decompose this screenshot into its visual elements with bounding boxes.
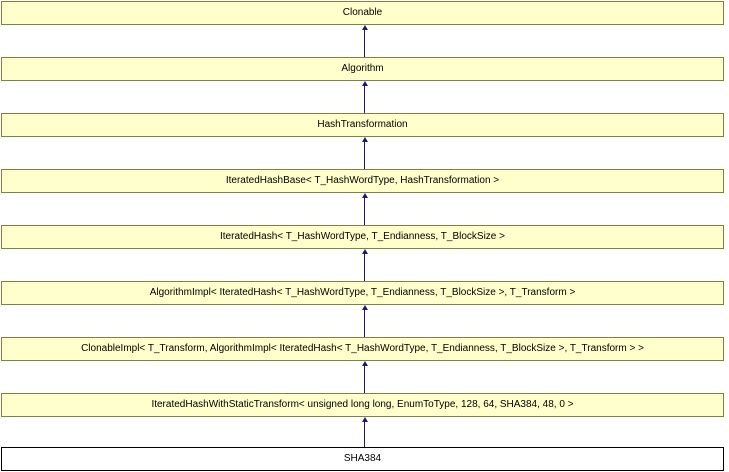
class-node-iteratedhash[interactable]: IteratedHash< T_HashWordType, T_Endianne… [1, 225, 724, 249]
inheritance-arrowhead-icon [362, 193, 368, 198]
class-node-clonableimpl[interactable]: ClonableImpl< T_Transform, AlgorithmImpl… [1, 337, 724, 361]
class-node-label: Algorithm [341, 63, 384, 74]
class-node-label: HashTransformation [317, 119, 408, 130]
class-node-clonable[interactable]: Clonable [1, 1, 724, 25]
class-node-label: IteratedHash< T_HashWordType, T_Endianne… [220, 231, 505, 242]
inheritance-edge [364, 310, 365, 337]
class-node-label: AlgorithmImpl< IteratedHash< T_HashWordT… [149, 287, 576, 298]
inheritance-arrowhead-icon [362, 137, 368, 142]
inheritance-edge [364, 254, 365, 281]
inheritance-arrowhead-icon [362, 81, 368, 86]
class-node-label: Clonable [342, 7, 383, 18]
inheritance-edge [364, 86, 365, 113]
class-node-label: IteratedHashBase< T_HashWordType, HashTr… [225, 175, 500, 186]
inheritance-arrowhead-icon [362, 361, 368, 366]
inheritance-arrowhead-icon [362, 305, 368, 310]
class-node-algorithmimpl[interactable]: AlgorithmImpl< IteratedHash< T_HashWordT… [1, 281, 724, 305]
class-node-label: SHA384 [343, 453, 382, 464]
inheritance-edge [364, 198, 365, 225]
inheritance-edge [364, 422, 365, 447]
class-node-iteratedhashbase[interactable]: IteratedHashBase< T_HashWordType, HashTr… [1, 169, 724, 193]
inheritance-edge [364, 30, 365, 57]
inheritance-arrowhead-icon [362, 417, 368, 422]
inheritance-arrowhead-icon [362, 249, 368, 254]
class-node-label: IteratedHashWithStaticTransform< unsigne… [151, 399, 574, 410]
class-node-sha384[interactable]: SHA384 [1, 447, 724, 471]
inheritance-arrowhead-icon [362, 25, 368, 30]
class-node-algorithm[interactable]: Algorithm [1, 57, 724, 81]
class-node-iteratedhashwithstatictransform[interactable]: IteratedHashWithStaticTransform< unsigne… [1, 393, 724, 417]
class-node-hashtransformation[interactable]: HashTransformation [1, 113, 724, 137]
class-node-label: ClonableImpl< T_Transform, AlgorithmImpl… [81, 343, 644, 354]
inheritance-edge [364, 366, 365, 393]
inheritance-edge [364, 142, 365, 169]
